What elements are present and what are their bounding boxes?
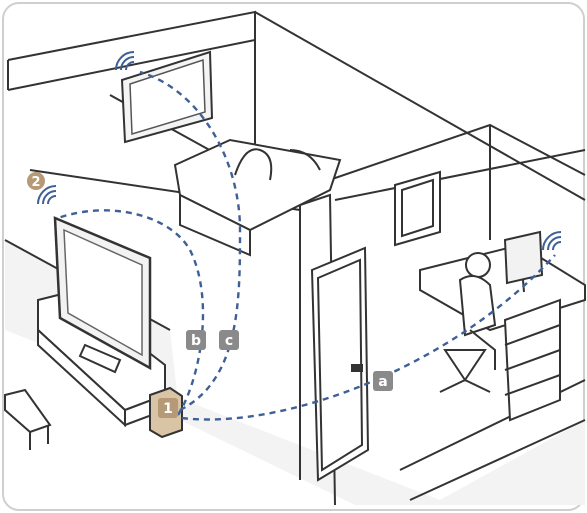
badge-number-2: 2 — [27, 172, 45, 190]
badge-tag-c: c — [219, 330, 239, 350]
badge-tag-b-text: b — [191, 333, 201, 349]
badge-number-2-text: 2 — [31, 175, 40, 190]
badge-tag-b: b — [186, 330, 206, 350]
badge-tag-a-text: a — [378, 374, 387, 390]
badge-number-1: 1 — [158, 398, 178, 418]
badge-tag-a: a — [373, 371, 393, 391]
badge-number-1-text: 1 — [163, 401, 173, 417]
door — [312, 248, 368, 480]
badge-tag-c-text: c — [225, 333, 233, 349]
wall-picture — [395, 172, 440, 245]
